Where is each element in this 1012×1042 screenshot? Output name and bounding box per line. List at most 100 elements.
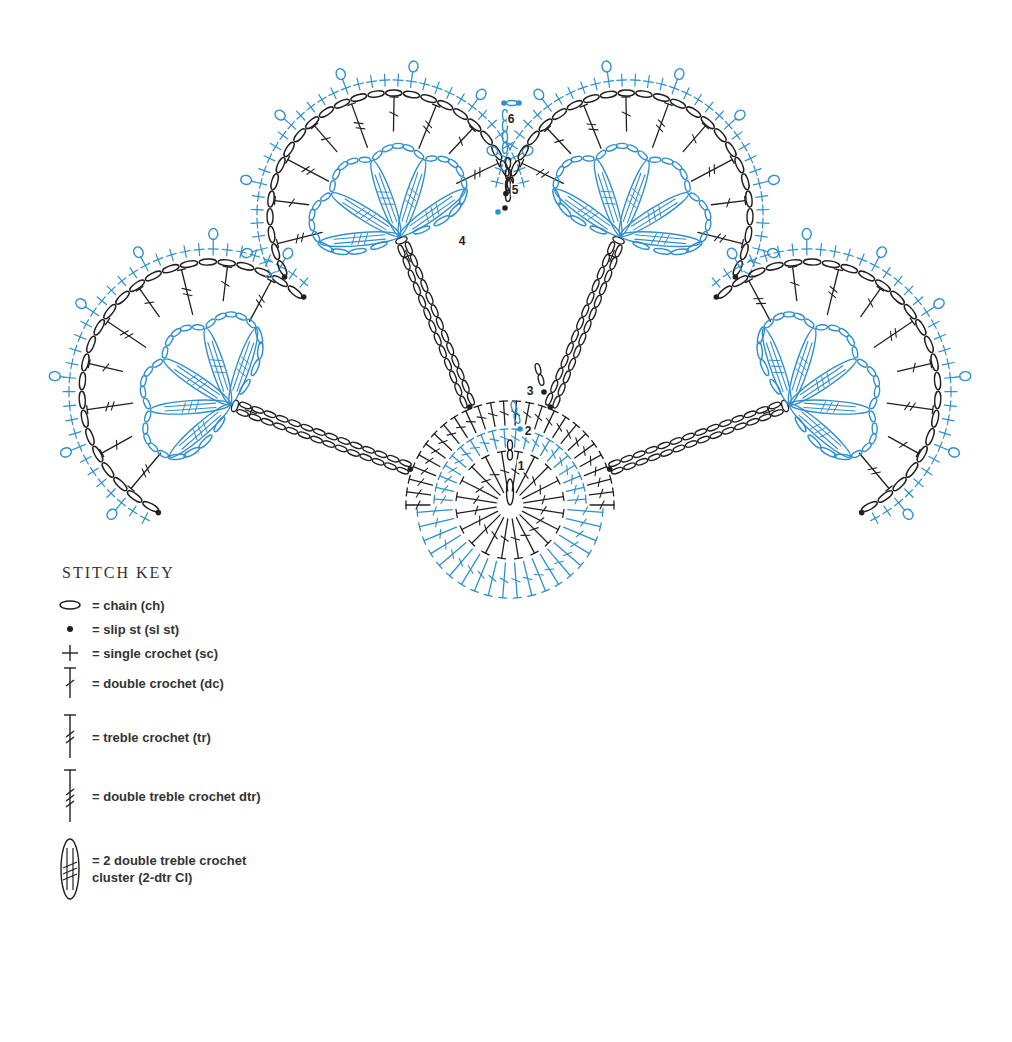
stitch-line bbox=[482, 455, 489, 459]
stitch-line bbox=[734, 131, 740, 139]
stitch-line bbox=[278, 232, 323, 243]
stitch-line bbox=[705, 104, 713, 110]
chain-stitch bbox=[460, 177, 467, 189]
legend-entry: = 2 double treble crochet cluster (2-dtr… bbox=[92, 852, 282, 886]
stitch-line bbox=[523, 577, 532, 579]
stitch-line bbox=[905, 489, 913, 497]
chain-stitch bbox=[370, 240, 388, 251]
chain-stitch bbox=[583, 93, 600, 104]
chain-stitch bbox=[386, 90, 402, 96]
stitch-line bbox=[835, 269, 843, 271]
stitch-line bbox=[187, 375, 196, 381]
stitch-line bbox=[445, 476, 452, 482]
cluster-symbol bbox=[61, 839, 79, 899]
chain-stitch bbox=[152, 358, 164, 368]
stitch-line bbox=[545, 464, 551, 470]
stitch-line bbox=[193, 430, 197, 440]
chain-stitch bbox=[143, 366, 154, 378]
chain-stitch bbox=[620, 454, 633, 463]
stitch-line bbox=[489, 576, 496, 582]
stitch-line bbox=[715, 234, 721, 241]
stitch-line bbox=[488, 413, 497, 415]
chain-stitch bbox=[604, 269, 613, 282]
chain-stitch bbox=[508, 450, 513, 460]
chain-stitch bbox=[618, 90, 634, 96]
chain-stitch bbox=[267, 209, 273, 225]
stitch-line bbox=[535, 406, 542, 429]
chain-stitch bbox=[934, 372, 941, 390]
chain-stitch bbox=[732, 260, 745, 277]
stitch-line bbox=[576, 438, 579, 447]
stitch-line bbox=[403, 254, 412, 258]
stitch-line bbox=[803, 369, 845, 398]
stitch-line bbox=[834, 403, 839, 413]
stitch-line bbox=[580, 455, 601, 467]
stitch-line bbox=[725, 121, 732, 128]
stitch-line bbox=[300, 279, 308, 285]
stitch-line bbox=[182, 270, 193, 315]
chain-stitch bbox=[682, 432, 695, 441]
chain-stitch bbox=[626, 144, 638, 153]
chain-stitch bbox=[372, 457, 385, 466]
stitch-line bbox=[480, 442, 489, 444]
chain-stitch bbox=[100, 461, 115, 479]
chain-stitch bbox=[802, 228, 811, 239]
stitch-line bbox=[546, 418, 552, 425]
chain-stitch bbox=[623, 462, 636, 471]
chain-stitch bbox=[426, 156, 437, 162]
chain-stitch bbox=[571, 156, 583, 163]
stitch-line bbox=[916, 450, 920, 457]
chain-stitch bbox=[673, 67, 685, 80]
chain-stitch bbox=[722, 426, 735, 435]
stitch-line bbox=[455, 460, 463, 463]
chain-stitch bbox=[506, 158, 511, 169]
chain-stitch bbox=[414, 266, 423, 279]
chain-stitch bbox=[924, 428, 936, 446]
stitch-line bbox=[380, 79, 390, 81]
chain-stitch bbox=[304, 115, 320, 130]
chain-stitch bbox=[767, 174, 780, 185]
stitch-line bbox=[532, 435, 539, 452]
stitch-line bbox=[131, 453, 161, 488]
chain-stitch bbox=[767, 247, 780, 258]
chain-stitch bbox=[397, 244, 406, 257]
chain-stitch bbox=[257, 342, 264, 360]
stitch-line bbox=[459, 558, 462, 566]
chain-stitch bbox=[311, 230, 321, 242]
stitch-line bbox=[468, 103, 476, 109]
stitch-line bbox=[566, 466, 568, 475]
stitch-line bbox=[321, 138, 330, 140]
chain-stitch bbox=[699, 230, 709, 242]
chain-stitch bbox=[875, 245, 888, 259]
chain-stitch bbox=[454, 383, 463, 396]
stitch-line bbox=[561, 425, 576, 443]
chain-stitch bbox=[140, 386, 147, 398]
chain-stitch bbox=[804, 318, 816, 329]
chain-stitch bbox=[856, 358, 868, 368]
stitch-line bbox=[524, 561, 532, 595]
chain-stitch bbox=[566, 99, 583, 112]
stitch-line bbox=[658, 234, 663, 244]
stitch-line bbox=[816, 249, 826, 251]
stitch-line bbox=[378, 191, 389, 192]
stitch-line bbox=[716, 112, 723, 119]
chain-stitch bbox=[555, 367, 564, 380]
stitch-line bbox=[877, 286, 884, 291]
stitch-line bbox=[405, 501, 406, 509]
stitch-line bbox=[664, 235, 669, 245]
stitch-line bbox=[657, 83, 667, 85]
stitch-line bbox=[222, 281, 229, 286]
stitch-line bbox=[107, 489, 115, 497]
chain-stitch bbox=[275, 156, 287, 173]
chain-stitch bbox=[409, 254, 418, 267]
stitch-line bbox=[534, 112, 541, 119]
stitch-line bbox=[100, 450, 104, 457]
chain-stitch bbox=[322, 440, 335, 449]
chain-stitch bbox=[858, 269, 876, 282]
round-number: 1 bbox=[517, 460, 526, 473]
stitch-line bbox=[571, 475, 573, 484]
stitch-line bbox=[474, 170, 475, 179]
stitch-line bbox=[757, 244, 760, 254]
stitch-line bbox=[588, 213, 597, 219]
stitch-line bbox=[482, 480, 490, 483]
